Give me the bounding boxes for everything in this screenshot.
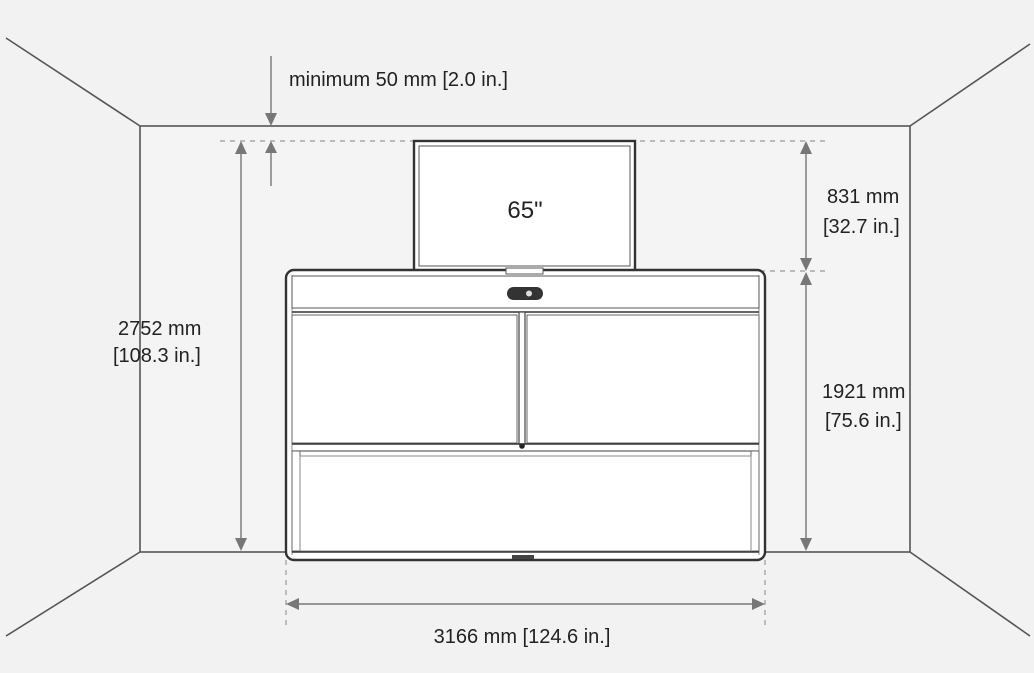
right-screen-panel <box>526 314 760 444</box>
total-height-arrow-top <box>235 141 247 154</box>
display-screen <box>418 145 631 267</box>
minimum-clearance-dimension <box>265 56 277 186</box>
total-width-arrow-right <box>752 598 765 610</box>
lower-height-in-label: [75.6 in.] <box>825 410 902 432</box>
lower-cabinet-panel <box>299 455 752 552</box>
total-height-arrow-bottom <box>235 538 247 551</box>
camera-icon <box>507 287 543 300</box>
lower-left-leg <box>291 450 301 552</box>
upper-height-dimension <box>800 141 812 271</box>
clearance-arrow-bottom-head <box>265 141 277 153</box>
upper-height-arrow-bottom <box>800 258 812 271</box>
total-width-label: 3166 mm [124.6 in.] <box>434 626 611 648</box>
top-mount-bracket <box>505 267 544 275</box>
video-wall-device <box>284 267 767 562</box>
room-corner-line-top-right <box>909 43 1031 127</box>
total-width-arrow-left <box>286 598 299 610</box>
lower-height-mm-label: 1921 mm <box>822 381 905 403</box>
camera-lens <box>526 290 532 297</box>
room-corner-line-bottom-right <box>909 551 1031 637</box>
lower-height-arrow-top <box>800 272 812 285</box>
left-screen-panel <box>291 314 518 444</box>
lower-right-leg <box>750 450 760 552</box>
total-height-dimension <box>235 141 247 551</box>
minimum-clearance-label: minimum 50 mm [2.0 in.] <box>289 69 508 91</box>
room-corner-line-bottom-left <box>5 551 141 637</box>
lower-height-arrow-bottom <box>800 538 812 551</box>
clearance-arrow-top-head <box>265 113 277 126</box>
lower-height-dimension <box>800 272 812 551</box>
total-height-mm-label: 2752 mm <box>118 318 201 340</box>
upper-height-in-label: [32.7 in.] <box>823 216 900 238</box>
display-size-label: 65" <box>507 197 542 224</box>
room-corner-line-top-left <box>5 37 141 127</box>
total-height-in-label: [108.3 in.] <box>113 345 201 367</box>
display-65: 65" <box>412 139 637 273</box>
total-width-dimension <box>286 598 765 610</box>
base-connector <box>512 555 534 559</box>
upper-height-arrow-top <box>800 141 812 154</box>
upper-height-mm-label: 831 mm <box>827 186 899 208</box>
center-mullion <box>518 311 526 445</box>
